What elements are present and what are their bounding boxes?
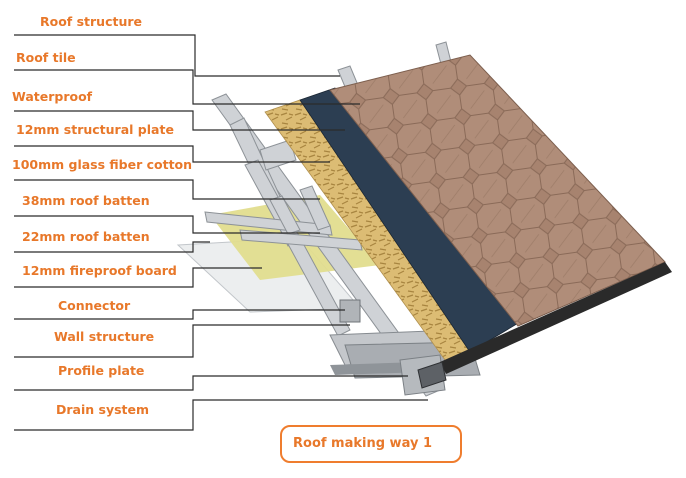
connector-shape xyxy=(339,299,361,323)
label-22mm-batten: 22mm roof batten xyxy=(22,229,150,244)
label-wall-structure: Wall structure xyxy=(54,329,155,344)
label-38mm-batten: 38mm roof batten xyxy=(22,193,150,208)
label-fireproof-board: 12mm fireproof board xyxy=(22,263,177,278)
leader-lines xyxy=(14,34,428,431)
label-roof-structure: Roof structure xyxy=(40,14,142,29)
drain-system-shape xyxy=(417,262,672,389)
steel-frame xyxy=(204,41,453,397)
label-profile-plate: Profile plate xyxy=(58,363,145,378)
label-structural-plate: 12mm structural plate xyxy=(16,122,174,137)
label-drain-system: Drain system xyxy=(56,402,150,417)
label-connector: Connector xyxy=(58,298,131,313)
caption-text: Roof making way 1 xyxy=(293,436,432,451)
label-glass-fiber: 100mm glass fiber cotton xyxy=(12,157,193,172)
label-roof-tile: Roof tile xyxy=(16,50,76,65)
label-waterproof: Waterproof xyxy=(12,89,93,104)
caption-box xyxy=(280,425,462,463)
